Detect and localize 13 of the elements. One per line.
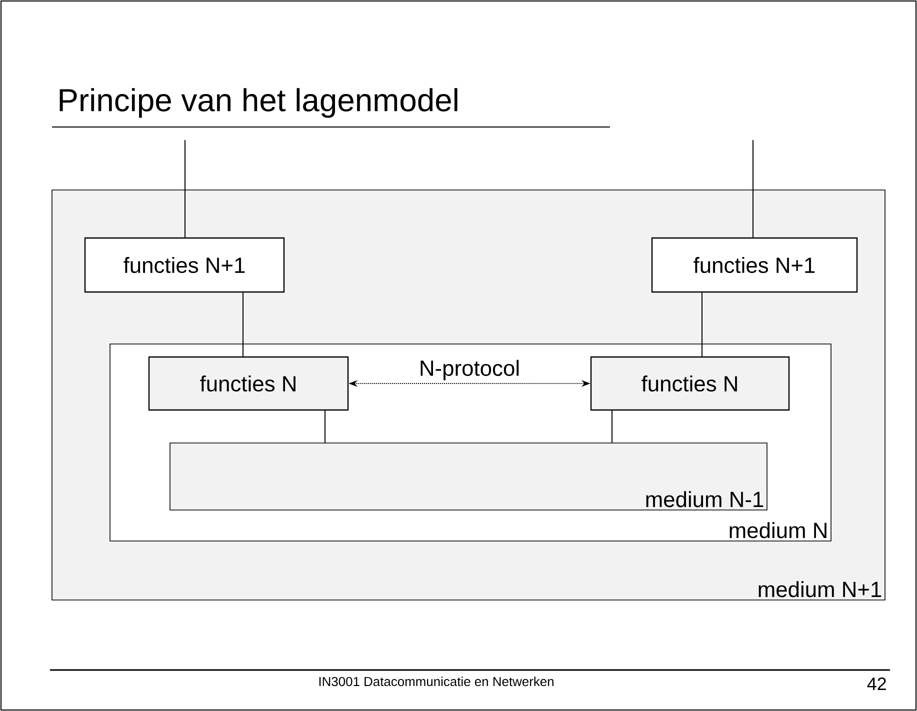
layer-box: medium N-1: [170, 442, 768, 510]
connector-line: [242, 292, 244, 357]
function-box: functies N: [148, 356, 349, 411]
edge-label: N-protocol: [418, 358, 522, 382]
connector-line: [752, 140, 754, 238]
slide-title: Principe van het lagenmodel: [60, 88, 458, 118]
page-number: 42: [867, 677, 886, 690]
function-box: functies N+1: [84, 237, 285, 293]
footer-text: IN3001 Datacommunicatie en Netwerken: [319, 676, 554, 686]
connector-line: [324, 410, 326, 444]
connector-line: [184, 140, 186, 238]
function-box: functies N+1: [651, 237, 858, 293]
function-box: functies N: [590, 356, 790, 411]
